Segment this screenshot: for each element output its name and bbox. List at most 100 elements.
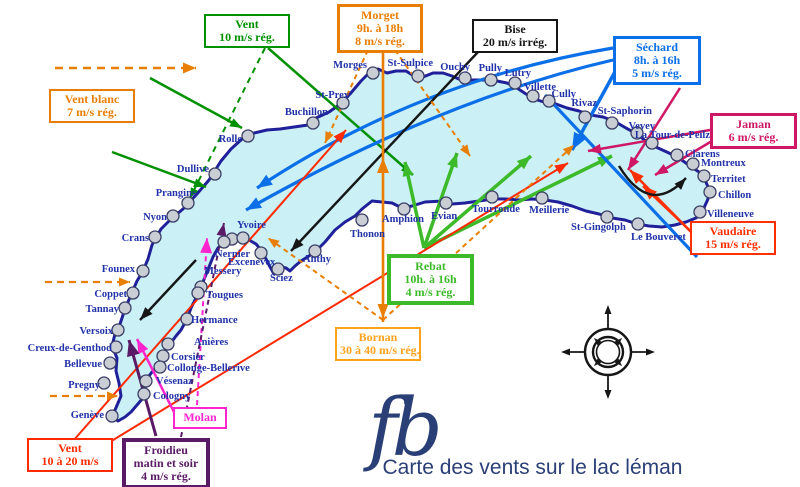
arrow-bise-arc — [617, 165, 687, 196]
town-dot — [670, 148, 684, 162]
towns: MorgesSt-PrexBuchillonRolleDullivePrangi… — [28, 58, 754, 423]
town-label: Morges — [333, 60, 367, 71]
wind-box-label: 4 m/s rég. — [141, 469, 191, 483]
town-dot — [139, 374, 153, 388]
town-label: Excenevex — [228, 257, 276, 268]
town-dot — [156, 349, 170, 363]
town-dot — [161, 337, 175, 351]
town-label: Pregny — [68, 380, 101, 391]
arrow-vent-blanc-dash-2 — [45, 277, 130, 287]
town-dot — [148, 230, 162, 244]
arrow-morget-dash-1 — [324, 49, 369, 144]
arrow-sechard-conn — [570, 69, 618, 151]
logo-fb: fb — [363, 381, 445, 474]
wind-box-label: 30 à 40 m/s rég. — [340, 343, 420, 357]
arrowhead — [229, 118, 242, 128]
town-dot — [336, 96, 350, 110]
town-dot — [439, 196, 453, 210]
arrowhead — [377, 304, 389, 318]
town-dot — [645, 136, 659, 150]
arrowhead — [516, 156, 531, 170]
arrowhead — [377, 158, 389, 173]
arrowhead — [597, 156, 612, 168]
arrow-sechard-3 — [245, 58, 614, 212]
wind-box-label: Rebat — [415, 259, 446, 273]
town-dot — [271, 262, 285, 276]
arrow-sechard-2 — [256, 46, 614, 190]
town-dot — [355, 213, 369, 227]
arrow-bise-2 — [139, 259, 197, 321]
arrowhead — [216, 223, 227, 237]
town-label: Genève — [71, 410, 105, 421]
wind-box-label: 9h. à 18h — [356, 21, 404, 35]
wind-box-label: Vaudaire — [709, 224, 757, 238]
arrow-vent-blanc-dash-3 — [50, 391, 118, 401]
arrowhead — [193, 178, 206, 188]
wind-box-label: 20 m/s irrég. — [482, 35, 548, 49]
arrowhead — [630, 170, 644, 184]
town-dot — [180, 312, 194, 326]
town-label: Crans — [122, 233, 149, 244]
town-label: Chillon — [718, 190, 751, 201]
wind-box-label: Froidieu — [144, 443, 188, 457]
town-label: Sciez — [270, 273, 293, 284]
town-label: Montreux — [701, 158, 746, 169]
town-label: Cully — [551, 89, 576, 100]
arrow-vent-blanc-dash-1 — [55, 62, 196, 74]
wind-box-label: 10 m/s rég. — [219, 30, 275, 44]
arrowhead — [246, 197, 263, 210]
town-dot — [109, 340, 123, 354]
town-label: St-Saphorin — [598, 106, 652, 117]
wind-box-label: Séchard — [636, 40, 678, 54]
compass-arm — [593, 357, 612, 399]
arrowhead — [674, 178, 686, 190]
town-label: Villeneuve — [707, 209, 754, 220]
town-label: St-Sulpice — [387, 58, 433, 69]
town-label: Lutry — [505, 68, 532, 79]
town-label: Tannay — [86, 304, 120, 315]
town-dot — [126, 286, 140, 300]
town-dot — [153, 360, 167, 374]
arrowhead — [459, 144, 470, 156]
town-label: Collonge-Bellerive — [167, 363, 250, 374]
arrowhead — [402, 162, 414, 177]
town-label: Anières — [194, 337, 228, 348]
town-label: Anthy — [303, 254, 332, 265]
compass-arm — [613, 348, 655, 367]
town-label: Ouchy — [440, 62, 471, 73]
arrow-rebat-1 — [402, 161, 426, 249]
town-label: Cologny — [153, 391, 191, 402]
wind-box-molan: Molan — [173, 407, 227, 429]
arrow-froidieu-dash — [180, 222, 227, 438]
town-label: Messery — [204, 266, 242, 277]
wind-box-label: 8 m/s rég. — [355, 34, 405, 48]
town-dot — [526, 89, 540, 103]
wind-box-label: 5 m/s rég. — [632, 66, 682, 80]
town-label: Versoix — [80, 326, 114, 337]
town-dot — [693, 205, 707, 219]
arrowhead — [554, 163, 568, 175]
town-label: Pully — [479, 63, 503, 74]
arrow-bornan-dash-2 — [382, 144, 575, 321]
wind-box-label: Vent — [58, 441, 82, 455]
town-dot — [208, 167, 222, 181]
town-dot — [137, 387, 151, 401]
town-label: Hermance — [191, 315, 238, 326]
town-dot — [181, 196, 195, 210]
compass-rose-icon — [561, 305, 655, 399]
town-dot — [697, 169, 711, 183]
town-dot — [631, 217, 645, 231]
wind-box-label: Morget — [361, 8, 399, 22]
wind-box-label: 4 m/s rég. — [405, 285, 456, 299]
wind-box-label: 6 m/s rég. — [728, 130, 779, 144]
arrow-jaman-1 — [626, 87, 682, 171]
arrow-bise-1 — [290, 51, 479, 252]
town-label: Yvoire — [237, 220, 266, 231]
